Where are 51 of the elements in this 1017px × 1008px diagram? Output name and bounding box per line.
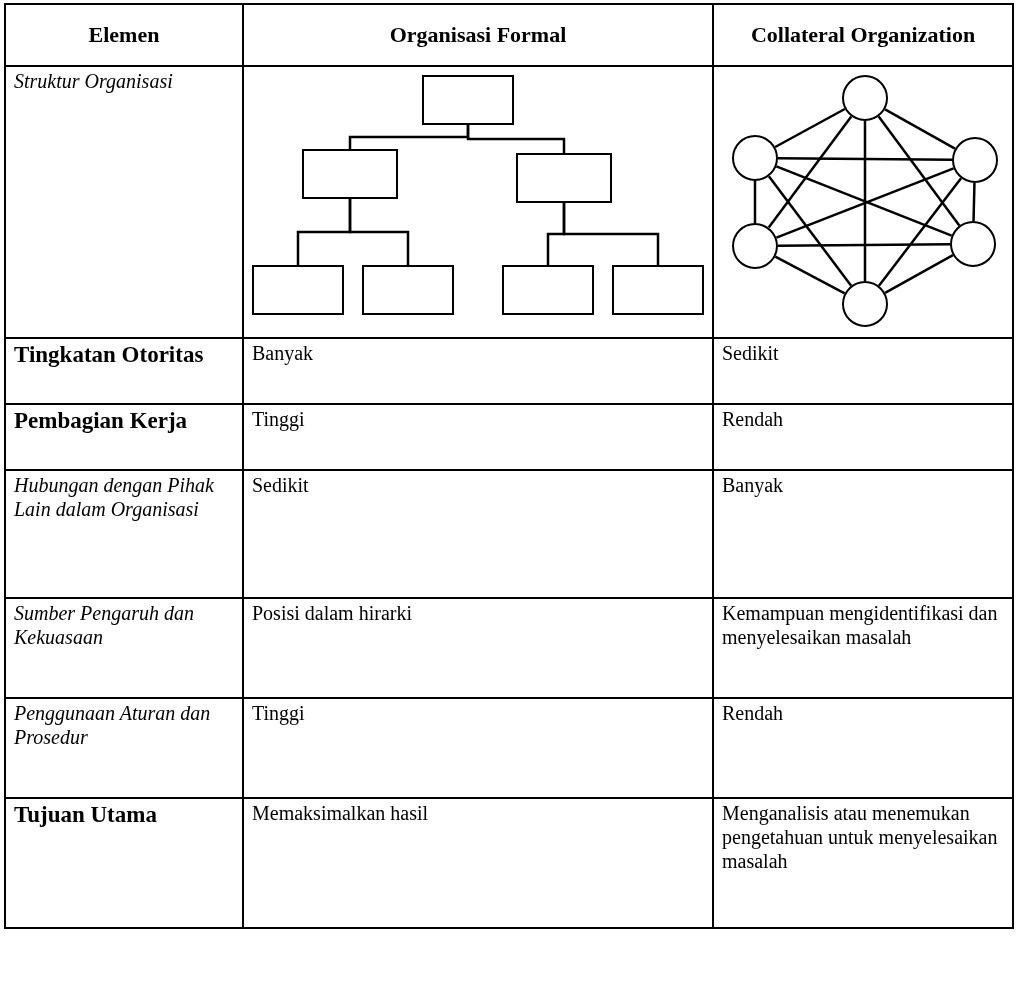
org-chart-box <box>362 265 454 315</box>
org-chart-box <box>422 75 514 125</box>
connector-line <box>884 254 954 294</box>
connector-line <box>767 175 853 287</box>
org-chart-box <box>502 265 594 315</box>
column-header: Organisasi Formal <box>243 4 713 66</box>
row-header: Sumber Pengaruh dan Kekuasaan <box>5 598 243 698</box>
table-cell: Menganalisis atau menemukan pengetahuan untuk menyelesaikan masalah <box>713 798 1013 928</box>
connector-line <box>884 108 956 150</box>
network-circle <box>732 135 778 181</box>
connector-line <box>767 115 853 229</box>
connector-line <box>348 199 410 265</box>
org-chart-box <box>516 153 612 203</box>
connector-line <box>774 255 846 295</box>
column-header: Collateral Organization <box>713 4 1013 66</box>
org-chart-box <box>252 265 344 315</box>
network-circle <box>952 137 998 183</box>
connector-line <box>863 121 867 281</box>
table-cell: Sedikit <box>713 338 1013 404</box>
row-header: Tingkatan Otoritas <box>5 338 243 404</box>
row-header: Penggunaan Aturan dan Prosedur <box>5 698 243 798</box>
network-circle <box>842 281 888 327</box>
table-cell: Tinggi <box>243 404 713 470</box>
table-cell: Tinggi <box>243 698 713 798</box>
column-header: Elemen <box>5 4 243 66</box>
table-cell: Sedikit <box>243 470 713 598</box>
table-cell: Banyak <box>243 338 713 404</box>
connector-line <box>753 181 757 223</box>
table-cell: Memaksimalkan hasil <box>243 798 713 928</box>
connector-line <box>877 115 961 227</box>
table-cell: Posisi dalam hirarki <box>243 598 713 698</box>
row-header: Tujuan Utama <box>5 798 243 928</box>
table-cell: Rendah <box>713 698 1013 798</box>
table-cell: Banyak <box>713 470 1013 598</box>
row-header: Struktur Organisasi <box>5 66 243 338</box>
connector-line <box>466 125 566 153</box>
table-cell: Rendah <box>713 404 1013 470</box>
connector-line <box>972 182 976 222</box>
row-header: Hubungan dengan Pihak Lain dalam Organisasi <box>5 470 243 598</box>
org-chart-box <box>612 265 704 315</box>
network-circle <box>732 223 778 269</box>
connector-line <box>774 107 846 149</box>
connector-line <box>778 156 952 162</box>
network-circle <box>842 75 888 121</box>
connector-line <box>562 203 660 265</box>
connector-line <box>877 177 963 287</box>
connector-line <box>778 242 950 248</box>
network-circle <box>950 221 996 267</box>
row-header: Pembagian Kerja <box>5 404 243 470</box>
table-cell: Kemampuan mengidentifikasi dan menyelesaikan masalah <box>713 598 1013 698</box>
org-chart-box <box>302 149 398 199</box>
